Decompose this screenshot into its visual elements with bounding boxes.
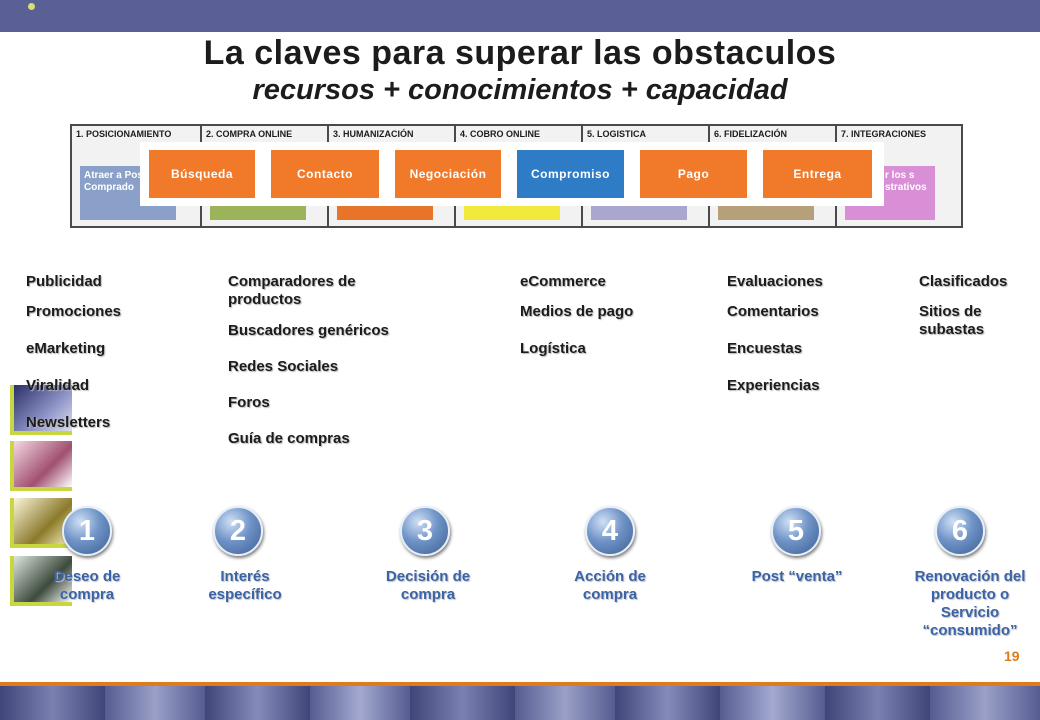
list-item: Comparadores de productos bbox=[228, 273, 356, 308]
column-atraccion: Publicidad Promociones eMarketing Virali… bbox=[26, 273, 206, 440]
column-post-venta: Evaluaciones Comentarios Encuestas Exper… bbox=[727, 273, 897, 403]
footer-photo bbox=[515, 686, 615, 720]
list-item: Evaluaciones bbox=[727, 273, 823, 290]
slide-title: La claves para superar las obstaculos bbox=[203, 34, 837, 72]
footer-photo bbox=[930, 686, 1040, 720]
thumbnail-image bbox=[10, 385, 72, 435]
list-item: Comentarios bbox=[727, 303, 819, 320]
thumbnail-image bbox=[10, 498, 72, 548]
step-pago: Pago bbox=[640, 150, 747, 198]
list-item: Sitios de subastas bbox=[919, 303, 985, 338]
list-item: eCommerce bbox=[520, 273, 606, 290]
footer-photo bbox=[105, 686, 205, 720]
list-item: Publicidad bbox=[26, 273, 102, 290]
list-item: Newsletters bbox=[26, 414, 111, 431]
step-label-interes: Interés específico bbox=[208, 568, 282, 603]
list-item: Viralidad bbox=[26, 377, 90, 394]
stage-header: 2. COMPRA ONLINE bbox=[206, 129, 293, 139]
step-label-deseo: Deseo de compra bbox=[53, 568, 121, 603]
step-label-post-venta: Post “venta” bbox=[751, 568, 843, 585]
stage-header: 7. INTEGRACIONES bbox=[841, 129, 927, 139]
page-number: 19 bbox=[1004, 648, 1020, 664]
footer-photo bbox=[205, 686, 310, 720]
list-item: Foros bbox=[228, 394, 270, 411]
step-badge-5: 5 bbox=[771, 506, 821, 556]
list-item: Logística bbox=[520, 340, 586, 357]
list-item: Promociones bbox=[26, 303, 122, 320]
bullet-dot-icon bbox=[28, 3, 35, 10]
footer-photo bbox=[310, 686, 410, 720]
footer-photo-band bbox=[0, 686, 1040, 720]
step-label-renovacion: Renovación del producto o Servicio “cons… bbox=[914, 568, 1026, 639]
step-badge-4: 4 bbox=[585, 506, 635, 556]
stage-header: 5. LOGISTICA bbox=[587, 129, 647, 139]
list-item: Buscadores genéricos bbox=[228, 322, 389, 339]
footer-photo bbox=[825, 686, 930, 720]
list-item: Guía de compras bbox=[228, 430, 350, 447]
top-bar bbox=[0, 0, 1040, 32]
list-item: Clasificados bbox=[919, 273, 1008, 290]
stage-header: 1. POSICIONAMIENTO bbox=[76, 129, 172, 139]
step-label-accion: Acción de compra bbox=[574, 568, 646, 603]
list-item: eMarketing bbox=[26, 340, 106, 357]
footer-photo bbox=[0, 686, 105, 720]
column-accion: eCommerce Medios de pago Logística bbox=[520, 273, 690, 366]
stage-header: 3. HUMANIZACIÓN bbox=[333, 129, 414, 139]
thumbnail-image bbox=[10, 441, 72, 491]
stage-header: 4. COBRO ONLINE bbox=[460, 129, 541, 139]
footer-photo bbox=[720, 686, 825, 720]
slide-subtitle: recursos + conocimientos + capacidad bbox=[252, 74, 788, 106]
list-item: Redes Sociales bbox=[228, 358, 339, 375]
footer-photo bbox=[615, 686, 720, 720]
list-item: Experiencias bbox=[727, 377, 820, 394]
step-badge-3: 3 bbox=[400, 506, 450, 556]
footer-accent-line bbox=[0, 682, 1040, 686]
steps-strip bbox=[140, 142, 884, 206]
step-negociacion: Negociación bbox=[395, 150, 501, 198]
thumbnail-image bbox=[10, 556, 72, 606]
list-item: Encuestas bbox=[727, 340, 803, 357]
step-busqueda: Búsqueda bbox=[149, 150, 255, 198]
stage-header: 6. FIDELIZACIÓN bbox=[714, 129, 788, 139]
step-contacto: Contacto bbox=[271, 150, 379, 198]
stage-body: Atraer a Posibles Comprado bbox=[80, 166, 176, 220]
column-interes: Comparadores de productos Buscadores gen… bbox=[228, 273, 428, 456]
step-label-decision: Decisión de compra bbox=[385, 568, 471, 603]
step-compromiso: Compromiso bbox=[517, 150, 624, 198]
column-renovacion: Clasificados Sitios de subastas bbox=[919, 273, 1029, 347]
step-entrega: Entrega bbox=[763, 150, 872, 198]
step-badge-6: 6 bbox=[935, 506, 985, 556]
footer-photo bbox=[410, 686, 515, 720]
list-item: Medios de pago bbox=[520, 303, 634, 320]
step-badge-2: 2 bbox=[213, 506, 263, 556]
step-badge-1: 1 bbox=[62, 506, 112, 556]
